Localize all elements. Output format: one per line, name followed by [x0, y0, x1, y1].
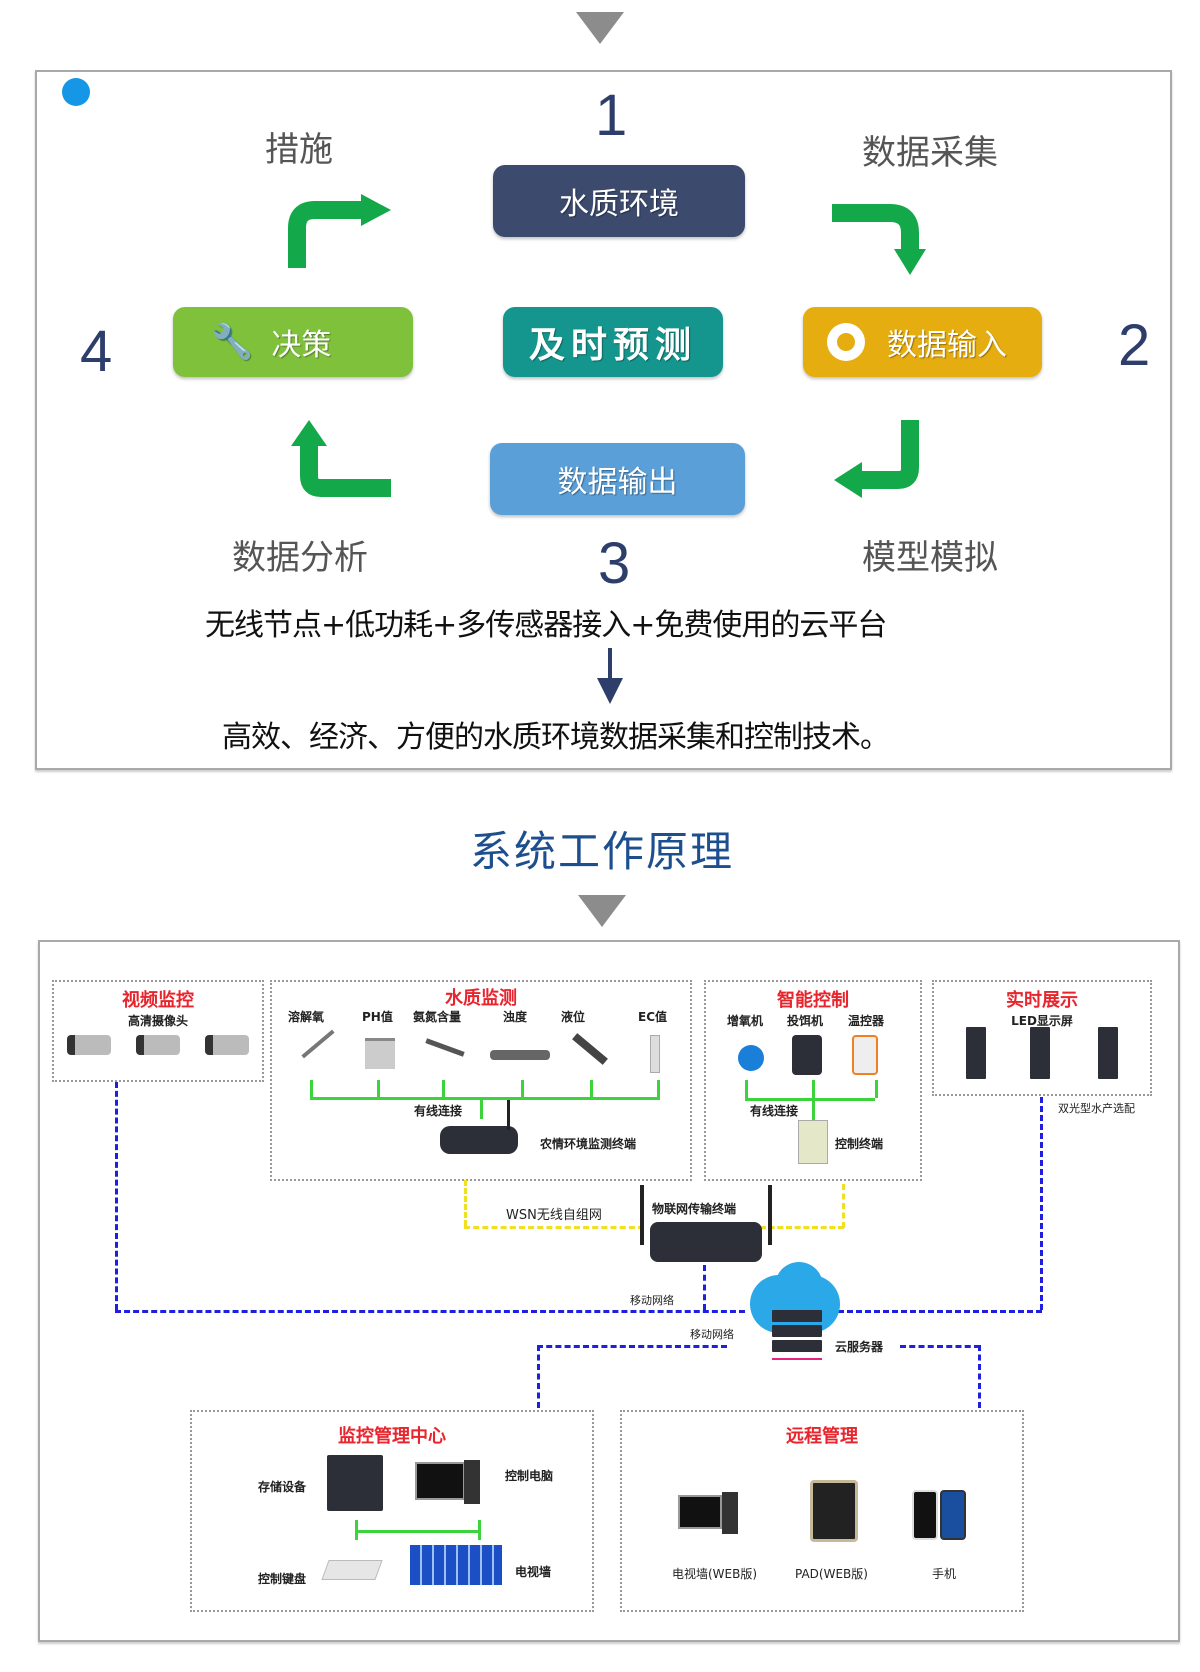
led-screen-icon: [1098, 1027, 1118, 1079]
control-terminal-icon: [798, 1120, 828, 1164]
arrow-down-icon: [597, 648, 623, 704]
timely-prediction-label: 及时预测: [528, 325, 697, 366]
hd-camera-label: 高清摄像头: [127, 1014, 188, 1028]
decision-box: 🔧 决策: [173, 307, 413, 377]
arrow-down-left-icon: [834, 420, 919, 498]
data-input-label: 数据输入: [887, 328, 1007, 363]
keyboard-icon: [321, 1560, 383, 1580]
control-wired-link-label: 有线连接: [750, 1104, 799, 1118]
feeder-icon: [792, 1035, 822, 1075]
led-screen-icon: [1030, 1027, 1050, 1079]
architecture-panel: [38, 940, 1180, 1642]
control-terminal-label: 控制终端: [835, 1137, 884, 1151]
water-monitoring-group: 水质监测: [270, 980, 692, 1181]
water-environment-box: 水质环境: [493, 165, 745, 237]
decision-label: 决策: [271, 328, 332, 363]
storage-device-label: 存储设备: [258, 1480, 307, 1494]
label-measures: 措施: [265, 130, 333, 170]
arrow-up-right-icon: [288, 194, 391, 268]
tablet-icon: [810, 1480, 858, 1542]
camera-icon: [135, 1035, 180, 1055]
smart-control-title: 智能控制: [777, 990, 849, 1011]
phone-icon: [912, 1490, 938, 1540]
mobile-network-label-1: 移动网络: [630, 1294, 674, 1307]
step-number-3: 3: [598, 531, 631, 596]
probe-icon: [365, 1038, 395, 1069]
aerator-icon: [738, 1045, 764, 1071]
thermostat-icon: [852, 1035, 878, 1075]
remote-management-group: 远程管理: [620, 1410, 1024, 1612]
led-screen-icon: [966, 1027, 986, 1079]
realtime-display-title: 实时展示: [1006, 990, 1078, 1011]
remote-management-title: 远程管理: [786, 1426, 858, 1447]
led-screen-label: LED显示屏: [1011, 1014, 1073, 1028]
remote-tv-wall-label: 电视墙(WEB版): [672, 1567, 758, 1581]
realtime-display-group: 实时展示 LED显示屏: [932, 980, 1152, 1096]
data-output-label: 数据输出: [557, 465, 678, 500]
iot-gateway-icon: [650, 1222, 762, 1262]
down-triangle-icon: [576, 12, 624, 44]
sensor-turbidity: 浊度: [503, 1010, 528, 1024]
sensor-ec: EC值: [638, 1010, 668, 1024]
label-data-analysis: 数据分析: [232, 538, 368, 578]
cloud-server-label: 云服务器: [835, 1340, 884, 1354]
display-note: 双光型水产选配: [1058, 1102, 1135, 1115]
remote-pad-label: PAD(WEB版): [795, 1567, 868, 1581]
probe-icon: [650, 1035, 660, 1073]
wrench-icon: 🔧: [211, 322, 254, 362]
mobile-network-label-2: 移动网络: [690, 1328, 734, 1341]
data-output-box: 数据输出: [490, 443, 745, 515]
monitoring-terminal-label: 农情环境监测终端: [540, 1137, 637, 1151]
device-feeder: 投饵机: [787, 1014, 824, 1028]
wired-bus: [310, 1097, 660, 1100]
tv-wall-label: 电视墙: [515, 1565, 552, 1579]
camera-icon: [205, 1035, 250, 1055]
label-data-collection: 数据采集: [862, 133, 998, 173]
server-icon: [772, 1310, 822, 1322]
video-monitoring-title: 视频监控: [122, 990, 194, 1011]
bullet-dot-icon: [62, 78, 90, 106]
step-number-1: 1: [595, 83, 628, 148]
step-number-4: 4: [80, 319, 113, 384]
water-monitoring-title: 水质监测: [445, 988, 517, 1009]
section-title: 系统工作原理: [470, 827, 735, 876]
monitor-center-title: 监控管理中心: [338, 1426, 446, 1447]
tv-wall-icon: [410, 1545, 502, 1585]
data-input-box: 数据输入: [803, 307, 1042, 377]
sensor-ph: PH值: [362, 1010, 393, 1024]
features-text: 无线节点+低功耗+多传感器接入+免费使用的云平台: [205, 608, 887, 643]
down-triangle-icon: [578, 895, 626, 927]
wsn-label: WSN无线自组网: [506, 1208, 602, 1223]
monitor-center-group: 监控管理中心: [190, 1410, 594, 1612]
probe-icon: [490, 1050, 550, 1060]
iot-gateway-label: 物联网传输终端: [652, 1202, 737, 1216]
smart-control-group: 智能控制: [704, 980, 922, 1181]
desktop-pc-icon: [678, 1495, 722, 1529]
water-environment-label: 水质环境: [559, 187, 679, 222]
desktop-pc-icon: [415, 1462, 465, 1500]
camera-icon: [66, 1035, 111, 1055]
result-text: 高效、经济、方便的水质环境数据采集和控制技术。: [222, 720, 890, 755]
arrow-right-down-icon: [832, 204, 926, 275]
timely-prediction-box: 及时预测: [503, 307, 723, 377]
control-pc-label: 控制电脑: [505, 1469, 554, 1483]
storage-rack-icon: [327, 1455, 383, 1511]
monitoring-terminal-icon: [440, 1126, 518, 1154]
sensor-ammonia: 氨氮含量: [413, 1010, 462, 1024]
sensor-dissolved-oxygen: 溶解氧: [288, 1010, 325, 1024]
server-icon: [772, 1340, 822, 1352]
device-aerator: 增氧机: [727, 1014, 764, 1028]
server-icon: [772, 1325, 822, 1337]
remote-phone-label: 手机: [932, 1567, 957, 1581]
step-number-2: 2: [1118, 313, 1151, 378]
phone-icon: [940, 1490, 966, 1540]
control-keyboard-label: 控制键盘: [258, 1572, 307, 1586]
arrow-left-up-icon: [291, 420, 391, 497]
satellite-dish-icon: [827, 323, 865, 361]
wired-link-label: 有线连接: [414, 1104, 463, 1118]
label-model-simulation: 模型模拟: [862, 538, 998, 578]
device-thermostat: 温控器: [848, 1014, 885, 1028]
sensor-level: 液位: [561, 1010, 586, 1024]
video-monitoring-group: 视频监控 高清摄像头: [52, 980, 264, 1082]
